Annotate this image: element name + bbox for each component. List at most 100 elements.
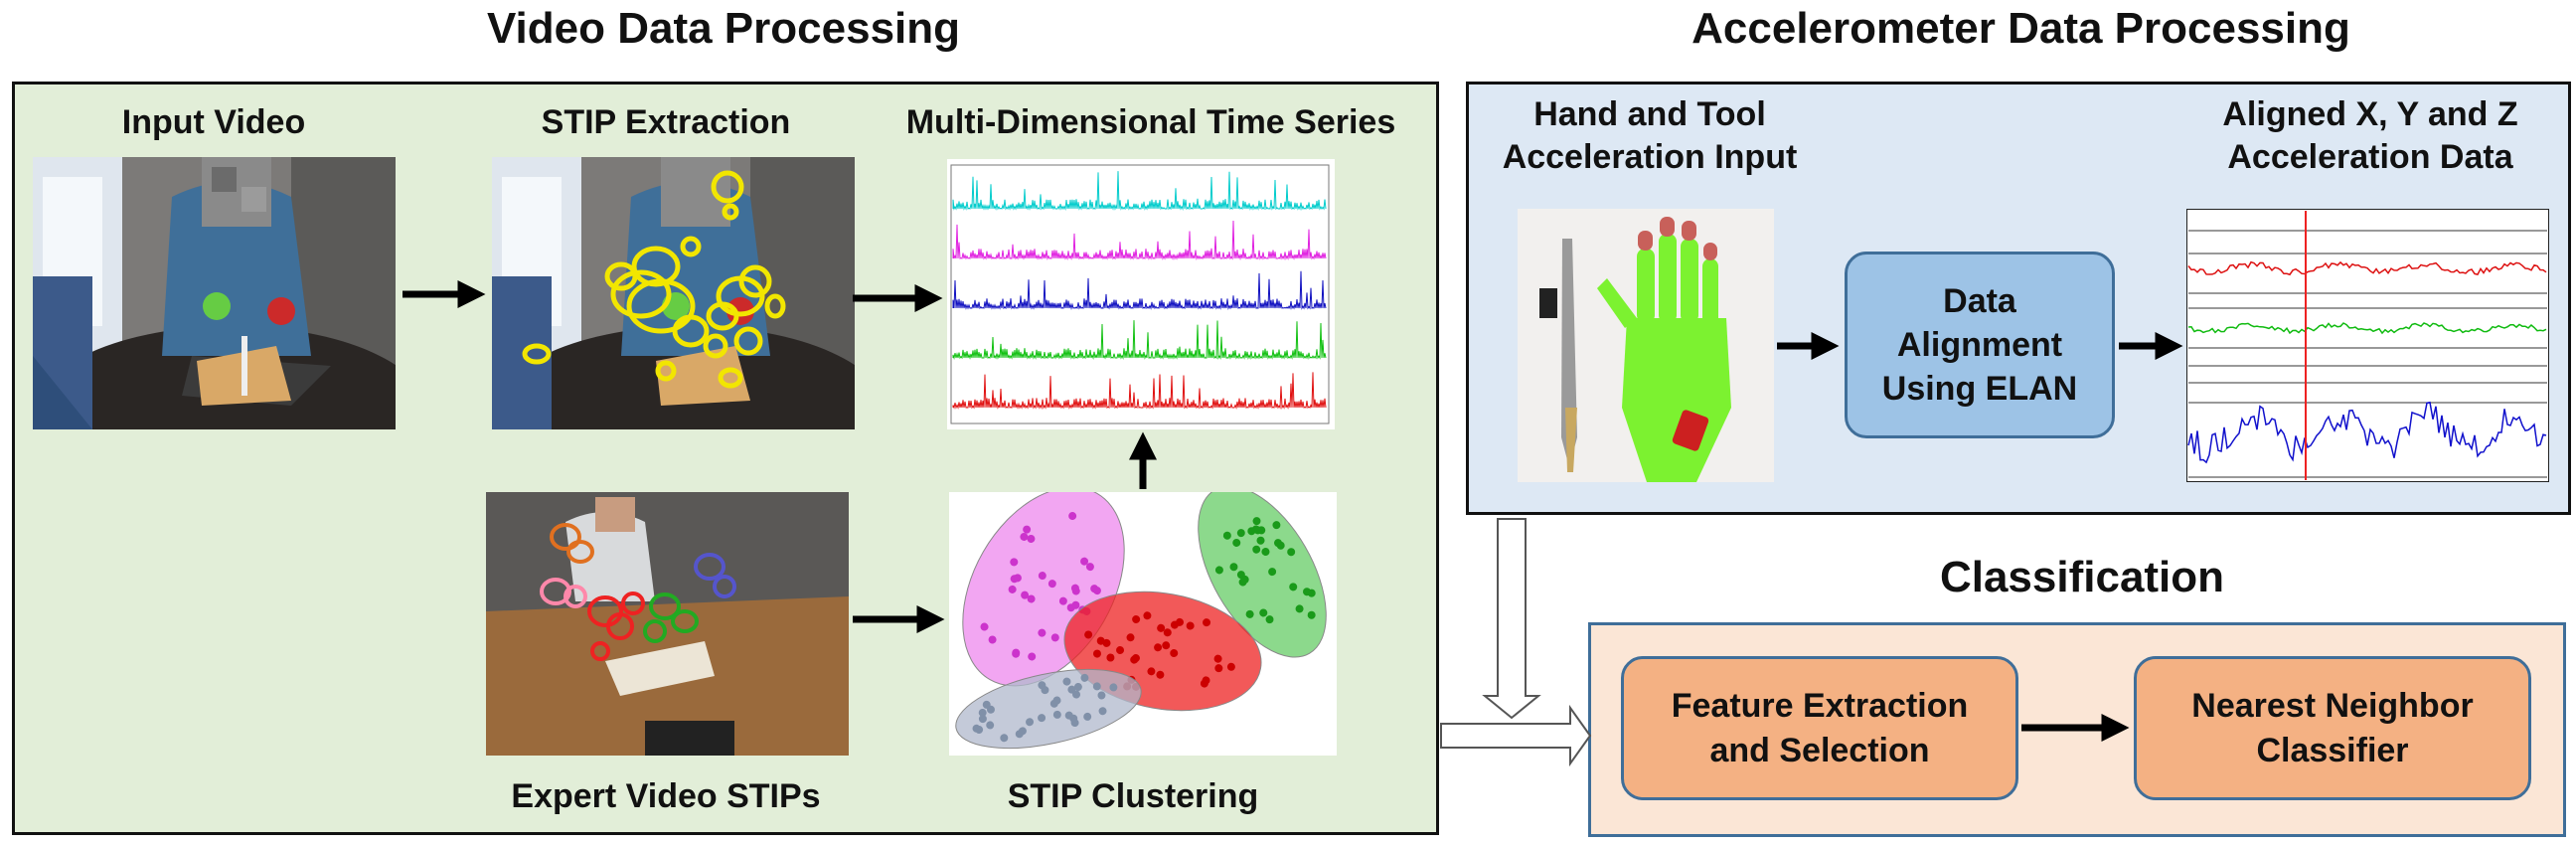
classification-section-title: Classification [1939,553,2225,601]
cluster-point [1068,512,1077,521]
cluster-point [1116,646,1125,655]
hollow-arrow-video-right [1440,704,1592,767]
cluster-point [1097,691,1106,700]
cluster-point [1027,594,1036,603]
expert-video-stips-label: Expert Video STIPs [511,777,821,815]
cluster-point [1080,557,1089,566]
cluster-point [1143,611,1152,620]
cluster-point [1080,673,1089,682]
cluster-point [1154,643,1163,652]
cluster-point [978,708,987,717]
cluster-point [1214,566,1223,575]
cluster-point [1064,711,1073,720]
cluster-point [1092,682,1101,691]
cluster-point [1245,609,1254,618]
cluster-point [1268,568,1277,577]
cluster-point [986,721,995,730]
cluster-point [1265,615,1274,624]
cluster-point [1276,541,1285,550]
cluster-point [1261,548,1270,557]
hollow-arrow-accel-down [1482,518,1541,720]
cluster-point [1247,527,1256,536]
cluster-point [1084,630,1093,639]
cluster-point [1062,677,1071,686]
cluster-point [1083,712,1092,721]
cluster-point [1156,670,1165,679]
aligned-data-label-line1: Aligned X, Y and Z [2222,95,2518,133]
cluster-point [1092,587,1101,595]
cluster-point [1067,685,1076,694]
cluster-point [1008,585,1017,593]
cluster-point [1176,617,1185,626]
time-series-trace [952,270,1327,310]
cluster-point [1157,623,1166,632]
cluster-point [1186,621,1195,630]
cluster-point [1098,707,1107,716]
cluster-point [1203,618,1211,627]
cluster-point [1147,667,1156,676]
time-series-trace [952,320,1327,360]
cluster-point [988,635,997,644]
cluster-point [1038,628,1046,637]
feature-extraction-line2: and Selection [1709,731,1930,769]
cluster-point [1202,676,1210,685]
cluster-point [1102,638,1111,647]
cluster-point [1252,545,1261,554]
cluster-point [1092,649,1101,658]
cluster-point [1287,548,1296,557]
stip-extraction-frame [492,157,855,429]
cluster-point [1027,535,1036,544]
cluster-point [1013,574,1022,583]
cluster-point [1126,633,1135,642]
cluster-point [1109,683,1118,692]
cluster-point [1073,682,1082,691]
cluster-point [1023,525,1032,534]
data-alignment-line3: Using ELAN [1881,370,2078,409]
cluster-point [1253,526,1262,535]
cluster-point [980,622,989,631]
time-series-label: Multi-Dimensional Time Series [905,103,1396,141]
acceleration-trace [2187,322,2547,335]
cluster-point [975,725,984,734]
cluster-point [1226,662,1235,671]
accel-input-label-line1: Hand and Tool [1533,95,1766,133]
cluster-point [1259,608,1268,617]
stip-extraction-label: STIP Extraction [541,103,791,141]
acceleration-trace [2187,401,2547,464]
cluster-point [1229,563,1238,572]
cluster-point [1038,572,1046,581]
cluster-point [1028,652,1037,661]
cluster-point [1240,575,1249,584]
cluster-point [1070,584,1079,592]
cluster-point [1132,615,1141,624]
cluster-point [1256,536,1265,545]
aligned-acceleration-plot [2186,209,2549,482]
cluster-point [1289,583,1298,592]
time-series-trace [952,221,1327,260]
accel-input-label-line2: Acceleration Input [1502,137,1798,176]
cluster-point [1038,681,1046,690]
cluster-point [1295,604,1304,613]
cluster-point [1214,664,1223,673]
nearest-neighbor-box: Nearest Neighbor Classifier [2134,656,2531,800]
data-alignment-line2: Alignment [1896,325,2063,364]
cluster-point [1058,596,1067,605]
input-video-label: Input Video [121,103,306,141]
cluster-point [978,715,987,724]
aligned-data-label-line2: Acceleration Data [2227,137,2513,176]
cluster-point [1213,654,1222,663]
cluster-point [1222,531,1231,540]
cluster-point [1303,588,1312,596]
glove-sensor-photo [1518,209,1774,482]
cluster-point [1070,719,1079,728]
time-series-trace [952,171,1327,211]
stip-clustering-label: STIP Clustering [1007,777,1259,815]
cluster-point [1236,529,1245,538]
cluster-point [1049,699,1058,708]
input-video-frame [33,157,396,429]
time-series-trace [952,372,1327,410]
accel-input-label: Hand and Tool Acceleration Input [1471,93,1829,178]
cluster-point [1163,628,1172,637]
video-section-title: Video Data Processing [486,4,961,53]
cluster-point [986,705,995,714]
